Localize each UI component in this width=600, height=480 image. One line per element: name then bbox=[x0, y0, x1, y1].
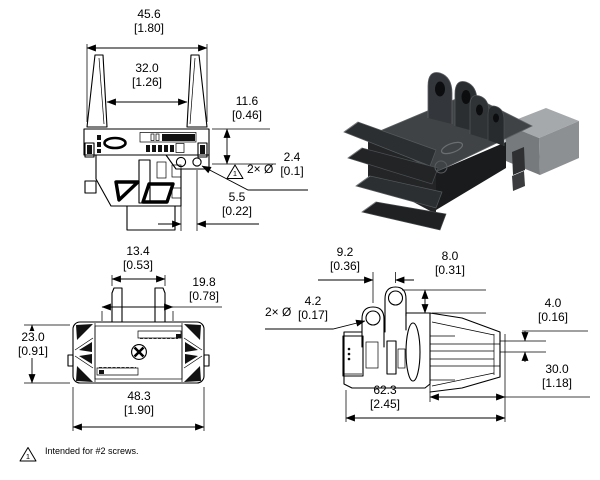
note-flag-triangle bbox=[19, 447, 37, 462]
dim-in: [0.1] bbox=[280, 163, 304, 178]
dim-side-nose-length: 30.0 [1.18] bbox=[541, 362, 573, 390]
dim-side-lug-spacing: 9.2 [0.36] bbox=[329, 245, 361, 273]
dim-mm: 11.6 bbox=[235, 94, 259, 108]
dim-front-hole-spacing: 5.5 [0.22] bbox=[221, 190, 253, 218]
dim-front-holes-prefix: 2× Ø bbox=[247, 162, 274, 176]
dim-in: [1.90] bbox=[123, 402, 155, 417]
dim-top-tab-width: 13.4 [0.53] bbox=[122, 244, 154, 272]
dim-mm: 19.8 bbox=[192, 275, 216, 289]
dim-side-overall-length: 62.3 [2.45] bbox=[369, 383, 401, 411]
dim-mm: 30.0 bbox=[545, 362, 569, 376]
iso-view-render bbox=[343, 72, 579, 231]
note-text: Intended for #2 screws. bbox=[45, 446, 139, 456]
dim-in: [0.78] bbox=[188, 288, 220, 303]
dim-in: [0.22] bbox=[221, 203, 253, 218]
side-view-linework bbox=[342, 286, 501, 393]
side-view-dimensions bbox=[265, 272, 590, 422]
dim-in: [1.26] bbox=[131, 74, 163, 89]
front-flag-number: 1 bbox=[232, 169, 238, 178]
dim-mm: 4.0 bbox=[544, 296, 562, 310]
dim-front-mount-holes: 2.4 [0.1] bbox=[280, 150, 304, 178]
dim-top-tab-span: 19.8 [0.78] bbox=[188, 275, 220, 303]
dim-in: [0.17] bbox=[297, 307, 329, 322]
dim-side-holes-prefix: 2× Ø bbox=[265, 305, 292, 319]
dim-in: [0.36] bbox=[329, 258, 361, 273]
dim-top-body-depth: 23.0 [0.91] bbox=[15, 330, 51, 358]
dim-mm: 9.2 bbox=[336, 245, 354, 259]
dim-in: [2.45] bbox=[369, 396, 401, 411]
dim-side-lug-holes: 4.2 [0.17] bbox=[297, 294, 329, 322]
dim-mm: 13.4 bbox=[126, 244, 150, 258]
dim-mm: 4.2 bbox=[304, 294, 322, 308]
dim-mm: 5.5 bbox=[228, 190, 246, 204]
dim-side-tip-gap: 4.0 [0.16] bbox=[537, 296, 569, 324]
dim-in: [0.53] bbox=[122, 257, 154, 272]
dim-mm: 62.3 bbox=[373, 383, 397, 397]
dim-front-inner-width: 32.0 [1.26] bbox=[131, 61, 163, 89]
dim-mm: 2.4 bbox=[283, 150, 301, 164]
dim-in: [0.91] bbox=[17, 343, 49, 358]
dim-in: [1.18] bbox=[541, 375, 573, 390]
dim-mm: 45.6 bbox=[137, 7, 161, 21]
dim-front-upper-height: 11.6 [0.46] bbox=[231, 94, 263, 122]
note-flag-number: 1 bbox=[25, 451, 31, 461]
dim-mm: 23.0 bbox=[21, 330, 45, 344]
dim-mm: 32.0 bbox=[135, 61, 159, 75]
dim-in: [0.31] bbox=[434, 262, 466, 277]
dim-in: [1.80] bbox=[133, 20, 165, 35]
dim-top-overall-width: 48.3 [1.90] bbox=[123, 389, 155, 417]
dim-in: [0.16] bbox=[537, 309, 569, 324]
dim-in: [0.46] bbox=[231, 107, 263, 122]
front-view-dimensions bbox=[86, 44, 308, 231]
top-view-linework bbox=[67, 287, 210, 384]
dim-side-lug-height: 8.0 [0.31] bbox=[434, 249, 466, 277]
dim-mm: 8.0 bbox=[441, 249, 459, 263]
dim-mm: 48.3 bbox=[127, 389, 151, 403]
dim-front-overall-width: 45.6 [1.80] bbox=[133, 7, 165, 35]
